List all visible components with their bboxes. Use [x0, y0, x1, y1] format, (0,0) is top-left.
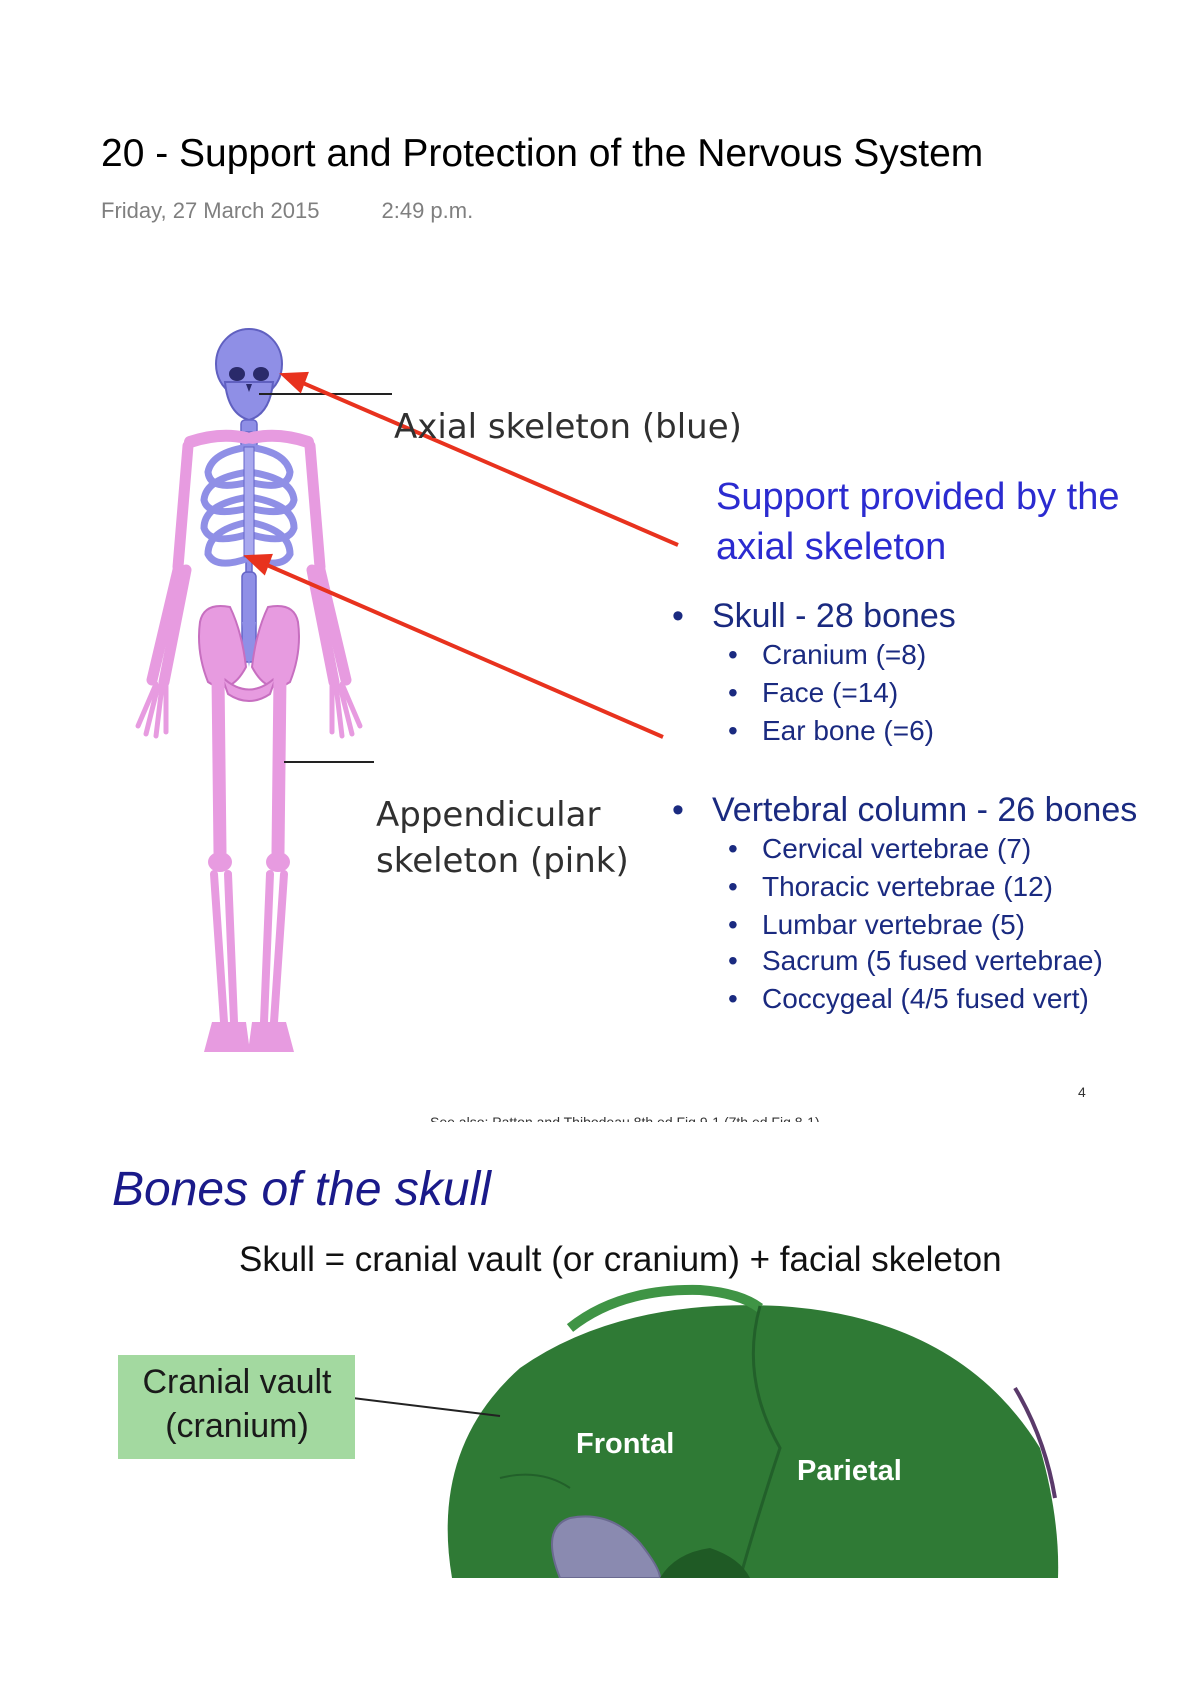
support-heading-line1: Support provided by the: [716, 476, 1120, 518]
list-subitem: Lumbar vertebrae (5): [728, 909, 1025, 941]
rib-cage-shape: [200, 443, 298, 567]
cranium-shape: [447, 1305, 1059, 1578]
foot-bones-shape: [204, 1022, 294, 1052]
appendicular-label-line1: Appendicular: [376, 795, 601, 835]
pelvis-shape: [198, 605, 300, 702]
cranial-vault-label-box: Cranial vault (cranium): [118, 1355, 355, 1459]
support-heading: Support provided by the axial skeleton: [716, 472, 1120, 572]
support-heading-line2: axial skeleton: [716, 526, 947, 568]
list-item-skull: Skull - 28 bones: [672, 597, 956, 636]
leg-bones-shape: [211, 670, 287, 859]
slide-page-number: 4: [1078, 1084, 1086, 1100]
list-subitem: Face (=14): [728, 677, 898, 709]
page-time: 2:49 p.m.: [381, 198, 474, 223]
list-subitem: Cervical vertebrae (7): [728, 833, 1031, 865]
axial-skeleton-label: Axial skeleton (blue): [394, 407, 742, 447]
cranial-vault-label-line1: Cranial vault: [142, 1363, 332, 1401]
slide-reference: See also: Patton and Thibodeau 8th ed Fi…: [430, 1108, 960, 1122]
skeleton-illustration: [135, 328, 679, 1052]
page-title: 20 - Support and Protection of the Nervo…: [101, 132, 984, 175]
page-date: Friday, 27 March 2015: [101, 198, 320, 223]
list-subitem: Sacrum (5 fused vertebrae): [728, 945, 1103, 977]
arm-bones-shape: [146, 440, 352, 688]
list-subitem: Coccygeal (4/5 fused vert): [728, 983, 1089, 1015]
cranial-vault-label-line2: (cranium): [165, 1407, 309, 1445]
list-subitem: Cranium (=8): [728, 639, 926, 671]
appendicular-skeleton-label: Appendicular skeleton (pink): [376, 792, 629, 884]
list-item-vertebral-column: Vertebral column - 26 bones: [672, 791, 1137, 830]
slide-bones-of-skull: Bones of the skull Skull = cranial vault…: [100, 1148, 1100, 1578]
axial-arrows: [243, 371, 679, 739]
shoulder-girdle-shape: [184, 429, 314, 448]
appendicular-label-line2: skeleton (pink): [376, 841, 629, 881]
list-subitem: Ear bone (=6): [728, 715, 934, 747]
slide-axial-skeleton: Axial skeleton (blue) Appendicular skele…: [100, 322, 1200, 1122]
hand-bones-shape: [135, 681, 363, 739]
slide2-subtitle: Skull = cranial vault (or cranium) + fac…: [239, 1240, 1002, 1279]
frontal-bone-label: Frontal: [576, 1428, 675, 1460]
skull-illustration: [327, 1284, 1059, 1578]
page-timestamp: Friday, 27 March 2015 2:49 p.m.: [101, 198, 473, 224]
slide2-title: Bones of the skull: [112, 1163, 491, 1216]
skull-shape: [215, 328, 283, 422]
list-subitem: Thoracic vertebrae (12): [728, 871, 1053, 903]
parietal-bone-label: Parietal: [797, 1455, 902, 1487]
slide-reference-text: See also: Patton and Thibodeau 8th ed Fi…: [430, 1114, 820, 1122]
